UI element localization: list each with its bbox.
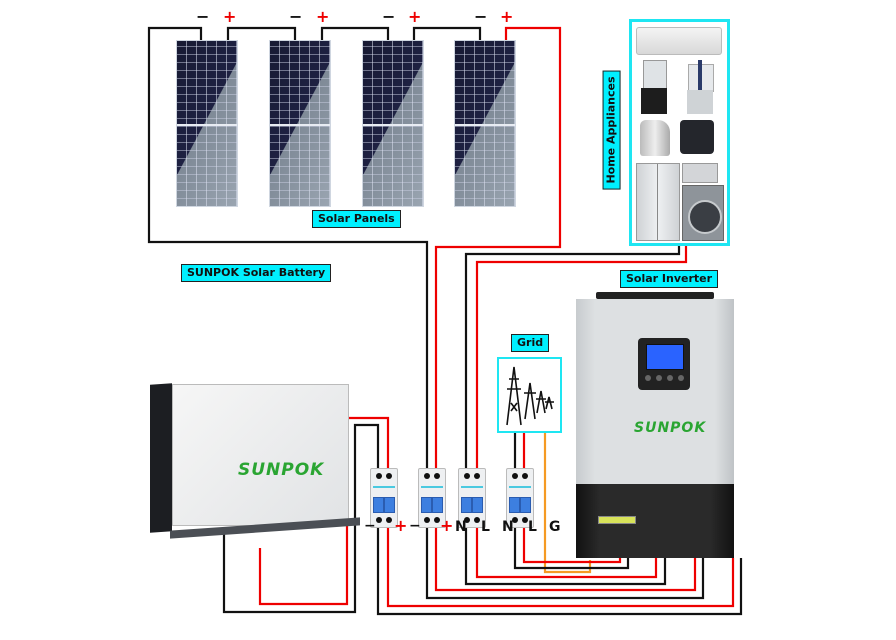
panel-1-negative: −	[196, 7, 210, 26]
solar-panel-4	[454, 40, 516, 207]
blender-icon	[639, 60, 669, 114]
inverter-control-panel	[638, 338, 690, 390]
terminal-battery-positive: +	[394, 516, 408, 535]
solar-panel-2	[269, 40, 331, 207]
terminal-output-line: L	[481, 519, 490, 535]
panel-2-negative: −	[289, 7, 303, 26]
terminal-grid-line: L	[528, 519, 537, 535]
wire-ac-out-n	[464, 240, 681, 468]
solar-battery: SUNPOK	[150, 383, 360, 539]
panel-4-negative: −	[474, 7, 488, 26]
grid-box	[497, 357, 562, 433]
food-processor-icon	[685, 60, 715, 114]
terminal-grid-neutral: N	[502, 519, 514, 535]
terminal-pv-positive: +	[440, 516, 454, 535]
wire-panel-1-2	[226, 26, 297, 40]
solar-panel-1	[176, 40, 238, 207]
air-conditioner-icon	[636, 27, 722, 55]
power-tower-icon	[506, 366, 554, 426]
home-appliances-label: Home Appliances	[602, 70, 621, 190]
wire-panel-pos-out	[434, 26, 562, 468]
inverter-button-1[interactable]	[645, 375, 651, 381]
wire-panel-2-3	[320, 26, 390, 40]
panel-3-negative: −	[382, 7, 396, 26]
breaker-pv[interactable]	[418, 468, 446, 528]
solar-panel-3	[362, 40, 424, 207]
wire-b1-pos-inv	[386, 528, 735, 608]
air-fryer-icon	[680, 120, 714, 154]
washing-machine-icon	[682, 185, 724, 241]
refrigerator-icon	[636, 163, 680, 241]
battery-label: SUNPOK Solar Battery	[181, 264, 332, 282]
wire-b1-neg-inv	[376, 528, 743, 616]
panel-4-positive: +	[500, 7, 514, 26]
kettle-icon	[640, 120, 670, 156]
terminal-ground: G	[549, 519, 561, 535]
breaker-battery[interactable]	[370, 468, 398, 528]
terminal-pv-negative: −	[409, 518, 421, 534]
wire-b3-n-inv	[464, 528, 667, 586]
battery-logo: SUNPOK	[238, 460, 325, 480]
solar-inverter: SUNPOK	[576, 292, 734, 558]
wire-grid-g	[543, 430, 592, 574]
panel-3-positive: +	[408, 7, 422, 26]
solar-inverter-label: Solar Inverter	[620, 270, 719, 288]
grid-label: Grid	[511, 334, 550, 352]
wire-b2-pos-inv	[434, 528, 697, 592]
breaker-grid-input[interactable]	[506, 468, 534, 528]
wire-panel-neg-out	[147, 26, 429, 468]
home-appliances-box	[629, 19, 730, 246]
wire-panel-3-4	[412, 26, 482, 40]
wire-b4-n-inv	[513, 528, 630, 570]
panel-2-positive: +	[316, 7, 330, 26]
wire-b3-l-inv	[475, 528, 658, 579]
inverter-logo: SUNPOK	[634, 420, 707, 436]
inverter-button-3[interactable]	[667, 375, 673, 381]
terminal-battery-negative: −	[364, 518, 376, 534]
wire-b2-neg-inv	[425, 528, 705, 600]
toaster-oven-icon	[682, 163, 718, 183]
wire-ac-out-l	[475, 240, 688, 468]
inverter-button-4[interactable]	[678, 375, 684, 381]
caution-sticker	[598, 516, 636, 524]
terminal-output-neutral: N	[455, 519, 467, 535]
wire-b4-l-inv	[522, 528, 622, 564]
inverter-button-2[interactable]	[656, 375, 662, 381]
panel-1-positive: +	[223, 7, 237, 26]
breaker-ac-output[interactable]	[458, 468, 486, 528]
inverter-lcd-screen	[646, 344, 684, 370]
solar-panels-label: Solar Panels	[312, 210, 401, 228]
